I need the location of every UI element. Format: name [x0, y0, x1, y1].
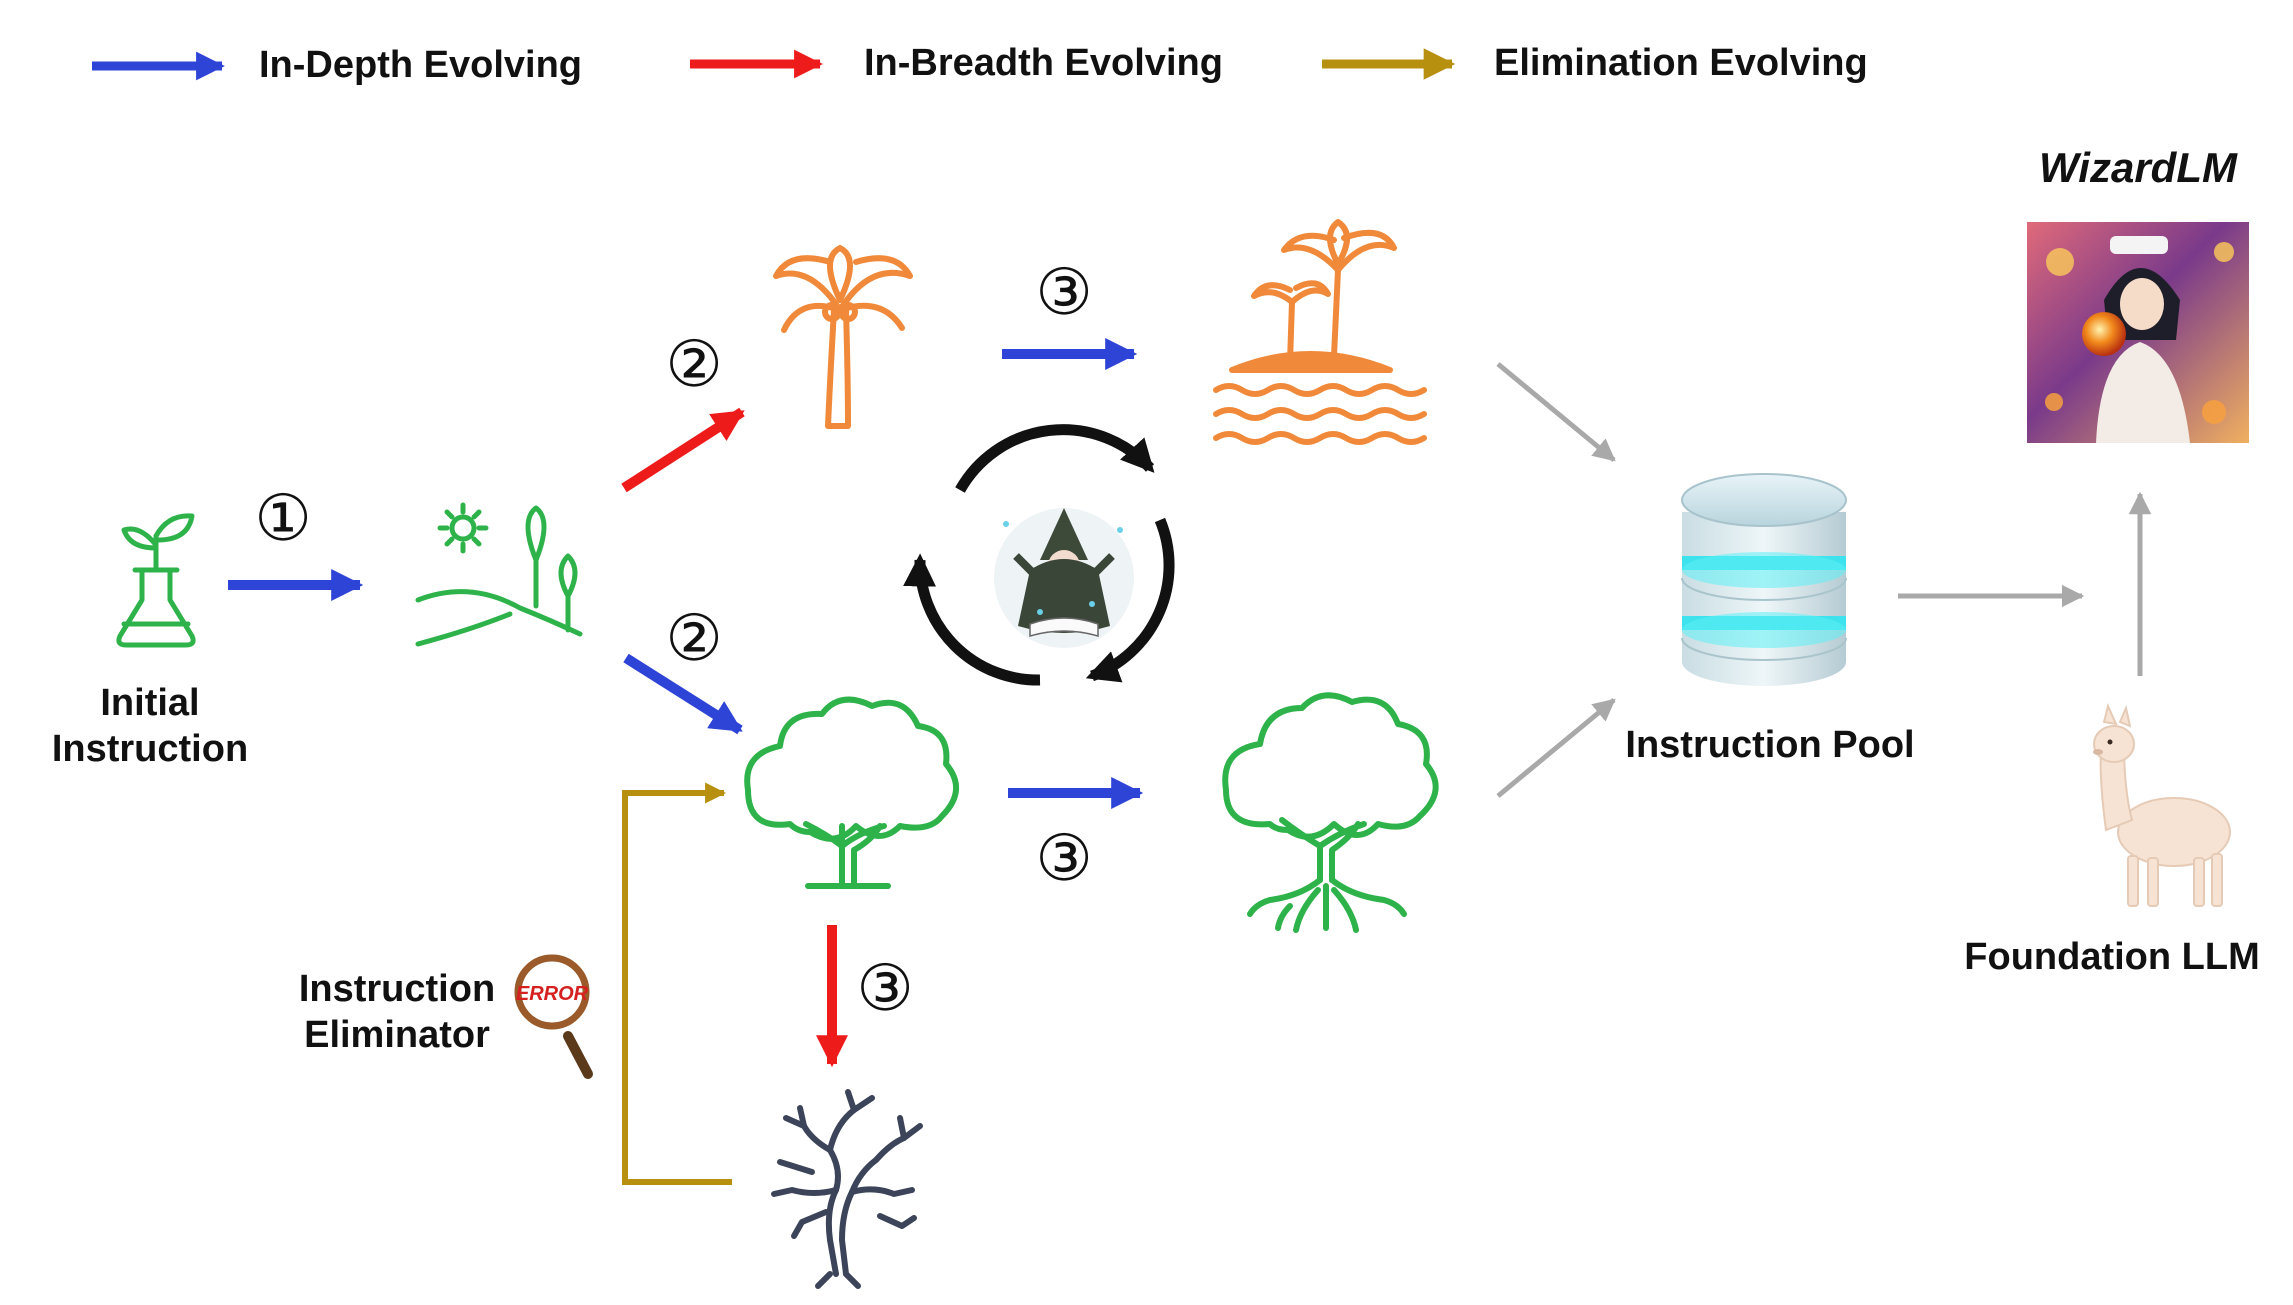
island-icon [1213, 219, 1427, 445]
arrow-roots-tree-to-pool [1496, 698, 1616, 798]
rooted-tree-icon [1222, 692, 1439, 933]
arrow-step2-in-breadth [621, 407, 745, 493]
step-marker-3-top: ③ [1035, 256, 1092, 330]
instruction-pool-label: Instruction Pool [1625, 724, 1915, 766]
alpaca-icon [2093, 702, 2231, 907]
step-3-bottom-label: ③ [856, 952, 913, 1026]
foundation-llm-label: Foundation LLM [1964, 936, 2260, 978]
instruction-eliminator-line2: Eliminator [304, 1014, 490, 1056]
palm-tree-icon [773, 245, 913, 429]
step-2-top-label: ② [665, 328, 722, 402]
step-marker-2-top: ② [665, 328, 722, 402]
instruction-eliminator-label: Instruction Eliminator [282, 966, 512, 1058]
wizardlm-portrait-image [2027, 222, 2249, 443]
error-stamp-text: ERROR [516, 983, 589, 1005]
legend-in-depth-label: In-Depth Evolving [259, 44, 582, 86]
step-3-top-label: ③ [1035, 256, 1092, 330]
legend-elimination-label: Elimination Evolving [1494, 42, 1868, 84]
step-3-mid-label: ③ [1035, 822, 1092, 896]
instruction-eliminator-line1: Instruction [298, 968, 496, 1010]
initial-instruction-label: Initial Instruction [40, 680, 260, 772]
wizard-figure-icon [994, 508, 1134, 648]
step-2-bottom-label: ② [665, 602, 722, 676]
cycle-arrow-top [955, 424, 1155, 493]
legend-in-breadth-label: In-Breadth Evolving [864, 42, 1223, 84]
arrow-elimination-path [622, 782, 732, 1185]
landscape-sun-icon [415, 502, 583, 647]
step-1-label: ① [254, 482, 311, 556]
evolution-cycle [903, 424, 1175, 686]
initial-instruction-line1: Initial [100, 682, 200, 724]
initial-instruction-line2: Instruction [51, 728, 249, 770]
wizardlm-title: WizardLM [2039, 144, 2237, 191]
step-marker-1: ① [254, 482, 311, 556]
error-magnifier-icon: ERROR [514, 954, 593, 1079]
tree-icon [744, 696, 960, 889]
dead-tree-icon [771, 1089, 923, 1289]
database-icon [1681, 473, 1847, 686]
arrow-step2-in-depth [623, 653, 743, 735]
step-marker-3-mid: ③ [1035, 822, 1092, 896]
step-marker-2-bottom: ② [665, 602, 722, 676]
cycle-arrow-right [1085, 517, 1175, 683]
flask-sprout-icon [116, 513, 196, 648]
arrow-island-to-pool [1496, 362, 1616, 462]
step-marker-3-bottom: ③ [856, 952, 913, 1026]
cycle-arrow-bottom [903, 553, 1041, 686]
legend [92, 48, 1456, 81]
